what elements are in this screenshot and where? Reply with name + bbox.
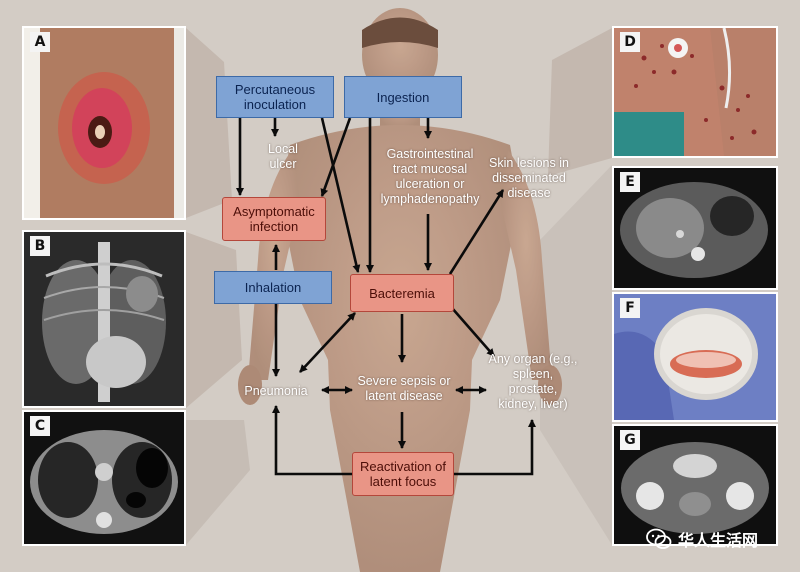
disseminated-skin-lesions-photo — [614, 28, 776, 156]
any-organ-label: Any organ (e.g., spleen, prostate, kidne… — [488, 352, 578, 411]
reactivation-box: Reactivation of latent focus — [352, 452, 454, 496]
ingestion-box: Ingestion — [344, 76, 462, 118]
percutaneous-inoculation-box: Percutaneous inoculation — [216, 76, 334, 118]
wechat-icon — [646, 528, 672, 549]
culture-specimen-photo — [614, 294, 776, 420]
arrow-bacteremia-to-organ — [451, 307, 495, 357]
chest-ct-image — [24, 412, 184, 544]
panel-letter-d: D — [620, 32, 640, 52]
watermark-text: 华人生活网 — [678, 531, 759, 550]
arrow-percutaneous-to-bacteremia — [320, 117, 361, 273]
panel-d-skin-lesions: D — [612, 26, 778, 158]
panel-f-culture: F — [612, 292, 778, 422]
panel-g-pelvic-ct: G — [612, 424, 778, 546]
arrow-reactivation-to-pneumonia — [272, 405, 352, 476]
skin-ulcer-photo — [24, 28, 184, 218]
pelvic-ct-image — [614, 426, 776, 544]
pneumonia-label: Pneumonia — [244, 384, 308, 398]
asymptomatic-infection-box: Asymptomatic infection — [222, 197, 326, 241]
panel-letter-g: G — [620, 430, 640, 450]
watermark: 华人生活网 — [646, 527, 758, 551]
arrow-ingestion-to-asymptomatic — [320, 117, 352, 197]
local-ulcer-label: Local ulcer — [268, 142, 298, 171]
panel-c-chest-ct: C — [22, 410, 186, 546]
panel-letter-c: C — [30, 416, 50, 436]
panel-letter-a: A — [30, 32, 50, 52]
arrow-reactivation-to-organ — [454, 419, 536, 476]
skin-lesions-label: Skin lesions in disseminated disease — [489, 156, 569, 200]
panel-letter-b: B — [30, 236, 50, 256]
panel-letter-f: F — [620, 298, 640, 318]
panel-b-chest-xray: B — [22, 230, 186, 408]
arrow-bacteremia-to-skin — [448, 189, 505, 275]
chest-xray-image — [24, 232, 184, 406]
arrow-pneumonia-bacteremia — [299, 312, 356, 373]
panel-letter-e: E — [620, 172, 640, 192]
panel-a-skin-ulcer: A — [22, 26, 186, 220]
inhalation-box: Inhalation — [214, 271, 332, 304]
abdominal-ct-image — [614, 168, 776, 288]
severe-sepsis-label: Severe sepsis or latent disease — [357, 374, 451, 403]
panel-e-abdominal-ct: E — [612, 166, 778, 290]
gi-ulceration-label: Gastrointestinal tract mucosal ulceratio… — [380, 147, 480, 206]
bacteremia-box: Bacteremia — [350, 274, 454, 312]
